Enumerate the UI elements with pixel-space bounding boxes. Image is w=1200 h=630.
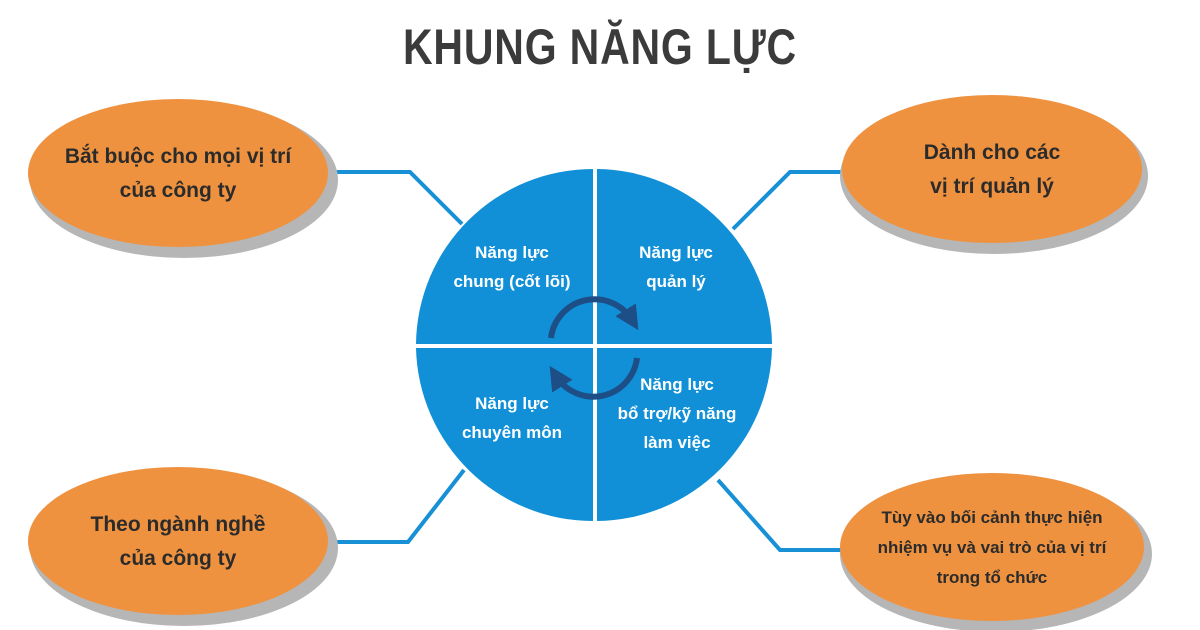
connector-bottom-left (318, 468, 466, 544)
bubble-label-industry: Theo ngành nghề của công ty (38, 508, 318, 576)
quadrant-top-left (416, 169, 593, 344)
bubble-bottom-right (840, 473, 1144, 621)
quadrant-label-management: Năng lực quản lý (596, 238, 756, 296)
bubble-label-mandatory: Bắt buộc cho mọi vị trí của công ty (38, 140, 318, 208)
quadrant-top-right (597, 169, 772, 344)
quadrant-bottom-right (597, 348, 772, 521)
quadrant-label-core: Năng lực chung (cốt lõi) (432, 238, 592, 296)
quadrant-label-line: chuyên môn (461, 423, 563, 442)
bubble-top-left (28, 99, 328, 247)
quadrant-label-line: Năng lực (475, 243, 549, 262)
quadrant-label-line: bổ trợ/kỹ năng (617, 404, 737, 423)
quadrant-label-line: Năng lực (639, 243, 713, 262)
bubble-label-line: Tùy vào bối cảnh thực hiện (881, 508, 1103, 527)
quadrant-label-line: làm việc (643, 433, 711, 452)
quadrant-label-professional: Năng lực chuyên môn (432, 389, 592, 447)
bubble-label-line: nhiệm vụ và vai trò của vị trí (877, 538, 1107, 557)
bubble-label-line: Bắt buộc cho mọi vị trí (64, 145, 292, 168)
bubble-label-line: của công ty (119, 179, 237, 202)
bubble-label-line: của công ty (119, 547, 237, 570)
bubble-top-right (842, 95, 1142, 243)
bubble-label-line: Theo ngành nghề (90, 513, 266, 536)
quadrant-label-line: Năng lực (640, 375, 714, 394)
quadrant-label-line: quản lý (646, 272, 706, 291)
connector-top-right (731, 170, 858, 231)
bubble-label-line: Dành cho các (923, 141, 1061, 164)
page-title: KHUNG NĂNG LỰC (403, 19, 797, 75)
bubble-label-line: trong tổ chức (936, 568, 1048, 587)
quadrant-bottom-left (416, 348, 593, 521)
quadrant-label-line: chung (cốt lõi) (453, 272, 571, 291)
connector-top-left (316, 170, 464, 226)
bubble-label-line: vị trí quản lý (930, 175, 1054, 198)
cycle-arrows-icon (548, 296, 640, 400)
quadrant-label-line: Năng lực (475, 394, 549, 413)
connector-bottom-right (716, 478, 858, 552)
bubble-label-management: Dành cho các vị trí quản lý (852, 136, 1132, 204)
bubble-label-context: Tùy vào bối cảnh thực hiện nhiệm vụ và v… (846, 503, 1138, 593)
quadrant-label-supporting-skills: Năng lực bổ trợ/kỹ năng làm việc (592, 370, 762, 457)
bubble-bottom-left (28, 467, 328, 615)
